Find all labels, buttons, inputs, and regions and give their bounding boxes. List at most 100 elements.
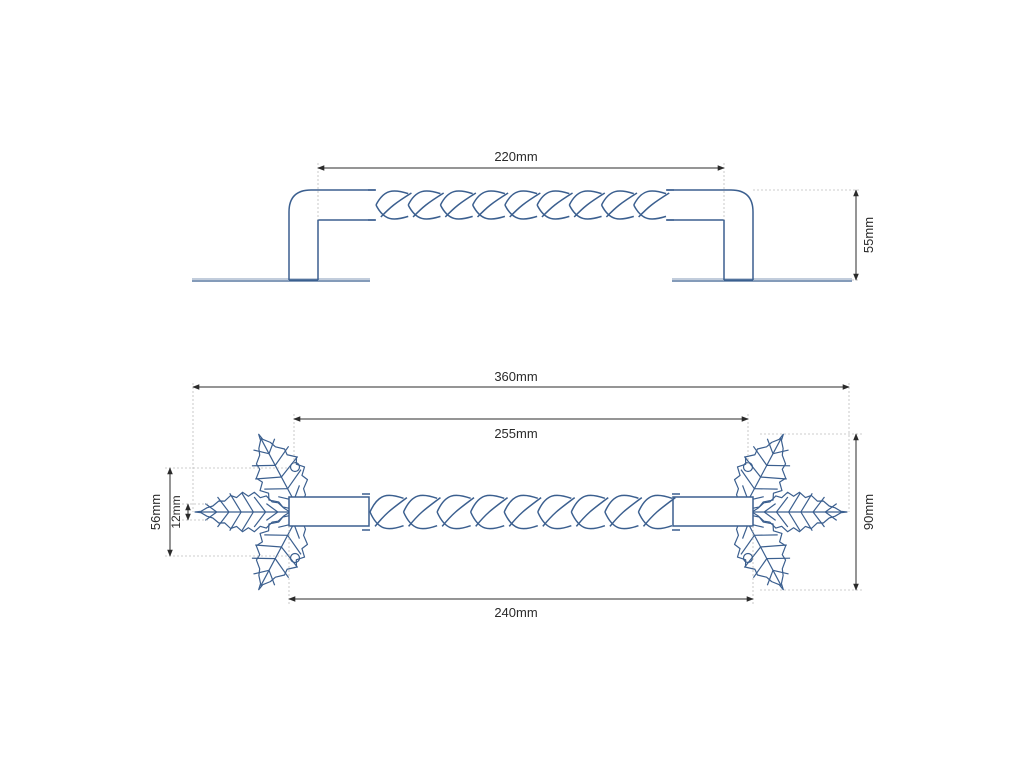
twist-strand xyxy=(575,496,609,527)
twist-cap xyxy=(362,493,370,531)
leaf-vein xyxy=(204,503,218,513)
twist-strand xyxy=(408,496,441,527)
twist-cap xyxy=(666,189,674,221)
dimension-label-240: 240mm xyxy=(494,605,537,620)
leaf-vein xyxy=(812,511,825,528)
leaf xyxy=(255,433,309,513)
twist-strand xyxy=(444,192,477,218)
leaf-vein xyxy=(812,496,825,513)
leaf-vein xyxy=(264,488,288,490)
twist-strand xyxy=(633,190,667,206)
leaf-vein xyxy=(763,511,776,521)
leaf-vein xyxy=(253,511,267,528)
twist-strand xyxy=(568,190,602,206)
screw-hole xyxy=(289,552,301,564)
dimension-label-12: 12mm xyxy=(169,495,183,528)
leaf-vein xyxy=(204,511,218,521)
twist-strand xyxy=(600,204,635,220)
twist-cap xyxy=(368,189,376,221)
twist-strand xyxy=(475,496,509,527)
twist-cap xyxy=(672,493,680,531)
twist-strand xyxy=(503,494,539,513)
leaf-vein xyxy=(255,476,282,480)
twist-strand xyxy=(436,511,471,530)
twist-strand xyxy=(504,190,538,206)
twist-strand xyxy=(471,190,506,206)
leaf-group xyxy=(733,433,791,513)
top-view: 360mm 255mm 240mm 90mm 56mm 12mm xyxy=(148,369,876,620)
twist-strand xyxy=(600,190,635,206)
twist-strand xyxy=(471,204,506,220)
twist-strand xyxy=(503,511,539,530)
twist-strand xyxy=(380,192,412,218)
leaf-vein xyxy=(280,546,299,568)
leaf-vein xyxy=(824,511,838,521)
leaf-vein xyxy=(268,570,276,586)
leaf-vein xyxy=(287,469,302,490)
leaf-vein xyxy=(766,464,791,467)
twist-strand xyxy=(604,494,639,513)
leaf-vein xyxy=(253,496,267,513)
leaf-vein xyxy=(788,492,801,513)
leaf-vein xyxy=(775,511,789,528)
side-view: 220mm 55mm xyxy=(192,149,876,282)
twist-strand xyxy=(402,511,438,530)
twist-strand xyxy=(642,496,676,527)
leaf-vein xyxy=(800,511,813,532)
side-view-extension-lines xyxy=(317,163,860,281)
twist-strand xyxy=(605,192,638,218)
leaf xyxy=(255,511,309,591)
side-view-handle-outline xyxy=(288,189,754,281)
leaf-vein xyxy=(274,558,290,579)
leaf-vein xyxy=(775,496,789,513)
twist-strand xyxy=(509,192,541,218)
leaf-vein xyxy=(752,445,768,466)
twist-strand xyxy=(407,190,441,206)
top-view-extension-lines xyxy=(165,383,862,604)
twist-strand xyxy=(637,494,673,513)
leaf-vein xyxy=(251,557,276,560)
leaf-vein xyxy=(253,569,270,575)
leaf-vein xyxy=(766,557,791,560)
twist-strand xyxy=(536,190,570,206)
leaf-vein xyxy=(241,492,254,513)
leaf xyxy=(733,511,787,591)
twist-strand xyxy=(542,496,576,527)
leaf-vein xyxy=(266,511,279,521)
leaf-vein xyxy=(772,449,789,455)
twist-strand xyxy=(633,204,667,220)
leaf-vein xyxy=(264,534,288,536)
leaf-vein xyxy=(241,511,254,532)
twist-strand xyxy=(374,496,408,527)
leaf-vein xyxy=(740,534,755,555)
leaf-vein xyxy=(824,503,838,513)
leaf-vein xyxy=(772,569,789,575)
screw-hole xyxy=(742,552,754,564)
leaf-vein xyxy=(255,544,282,548)
leaf-vein xyxy=(266,503,279,513)
leaf-group xyxy=(251,511,309,591)
twist-strand xyxy=(402,494,438,513)
grip-bar-ends xyxy=(288,496,754,527)
twist-strand xyxy=(536,204,570,220)
leaf xyxy=(194,491,291,533)
leaf-vein xyxy=(274,445,290,466)
leaf-vein xyxy=(760,476,787,480)
leaf-vein xyxy=(754,534,778,536)
twist-strand xyxy=(436,494,471,513)
side-view-twisted-bar xyxy=(368,189,674,221)
twist-strand xyxy=(504,204,538,220)
twist-strand xyxy=(476,192,509,218)
dimension-label-90: 90mm xyxy=(861,494,876,530)
dimension-label-55: 55mm xyxy=(861,217,876,253)
leaf-vein xyxy=(268,438,276,454)
twist-strand xyxy=(369,494,404,513)
dimension-label-255: 255mm xyxy=(494,426,537,441)
side-view-mounting-plates xyxy=(192,278,852,282)
twist-strand xyxy=(573,192,606,218)
leaf-vein xyxy=(217,496,230,513)
leaf-vein xyxy=(754,488,778,490)
twist-strand xyxy=(609,496,643,527)
leaf-vein xyxy=(287,534,302,555)
